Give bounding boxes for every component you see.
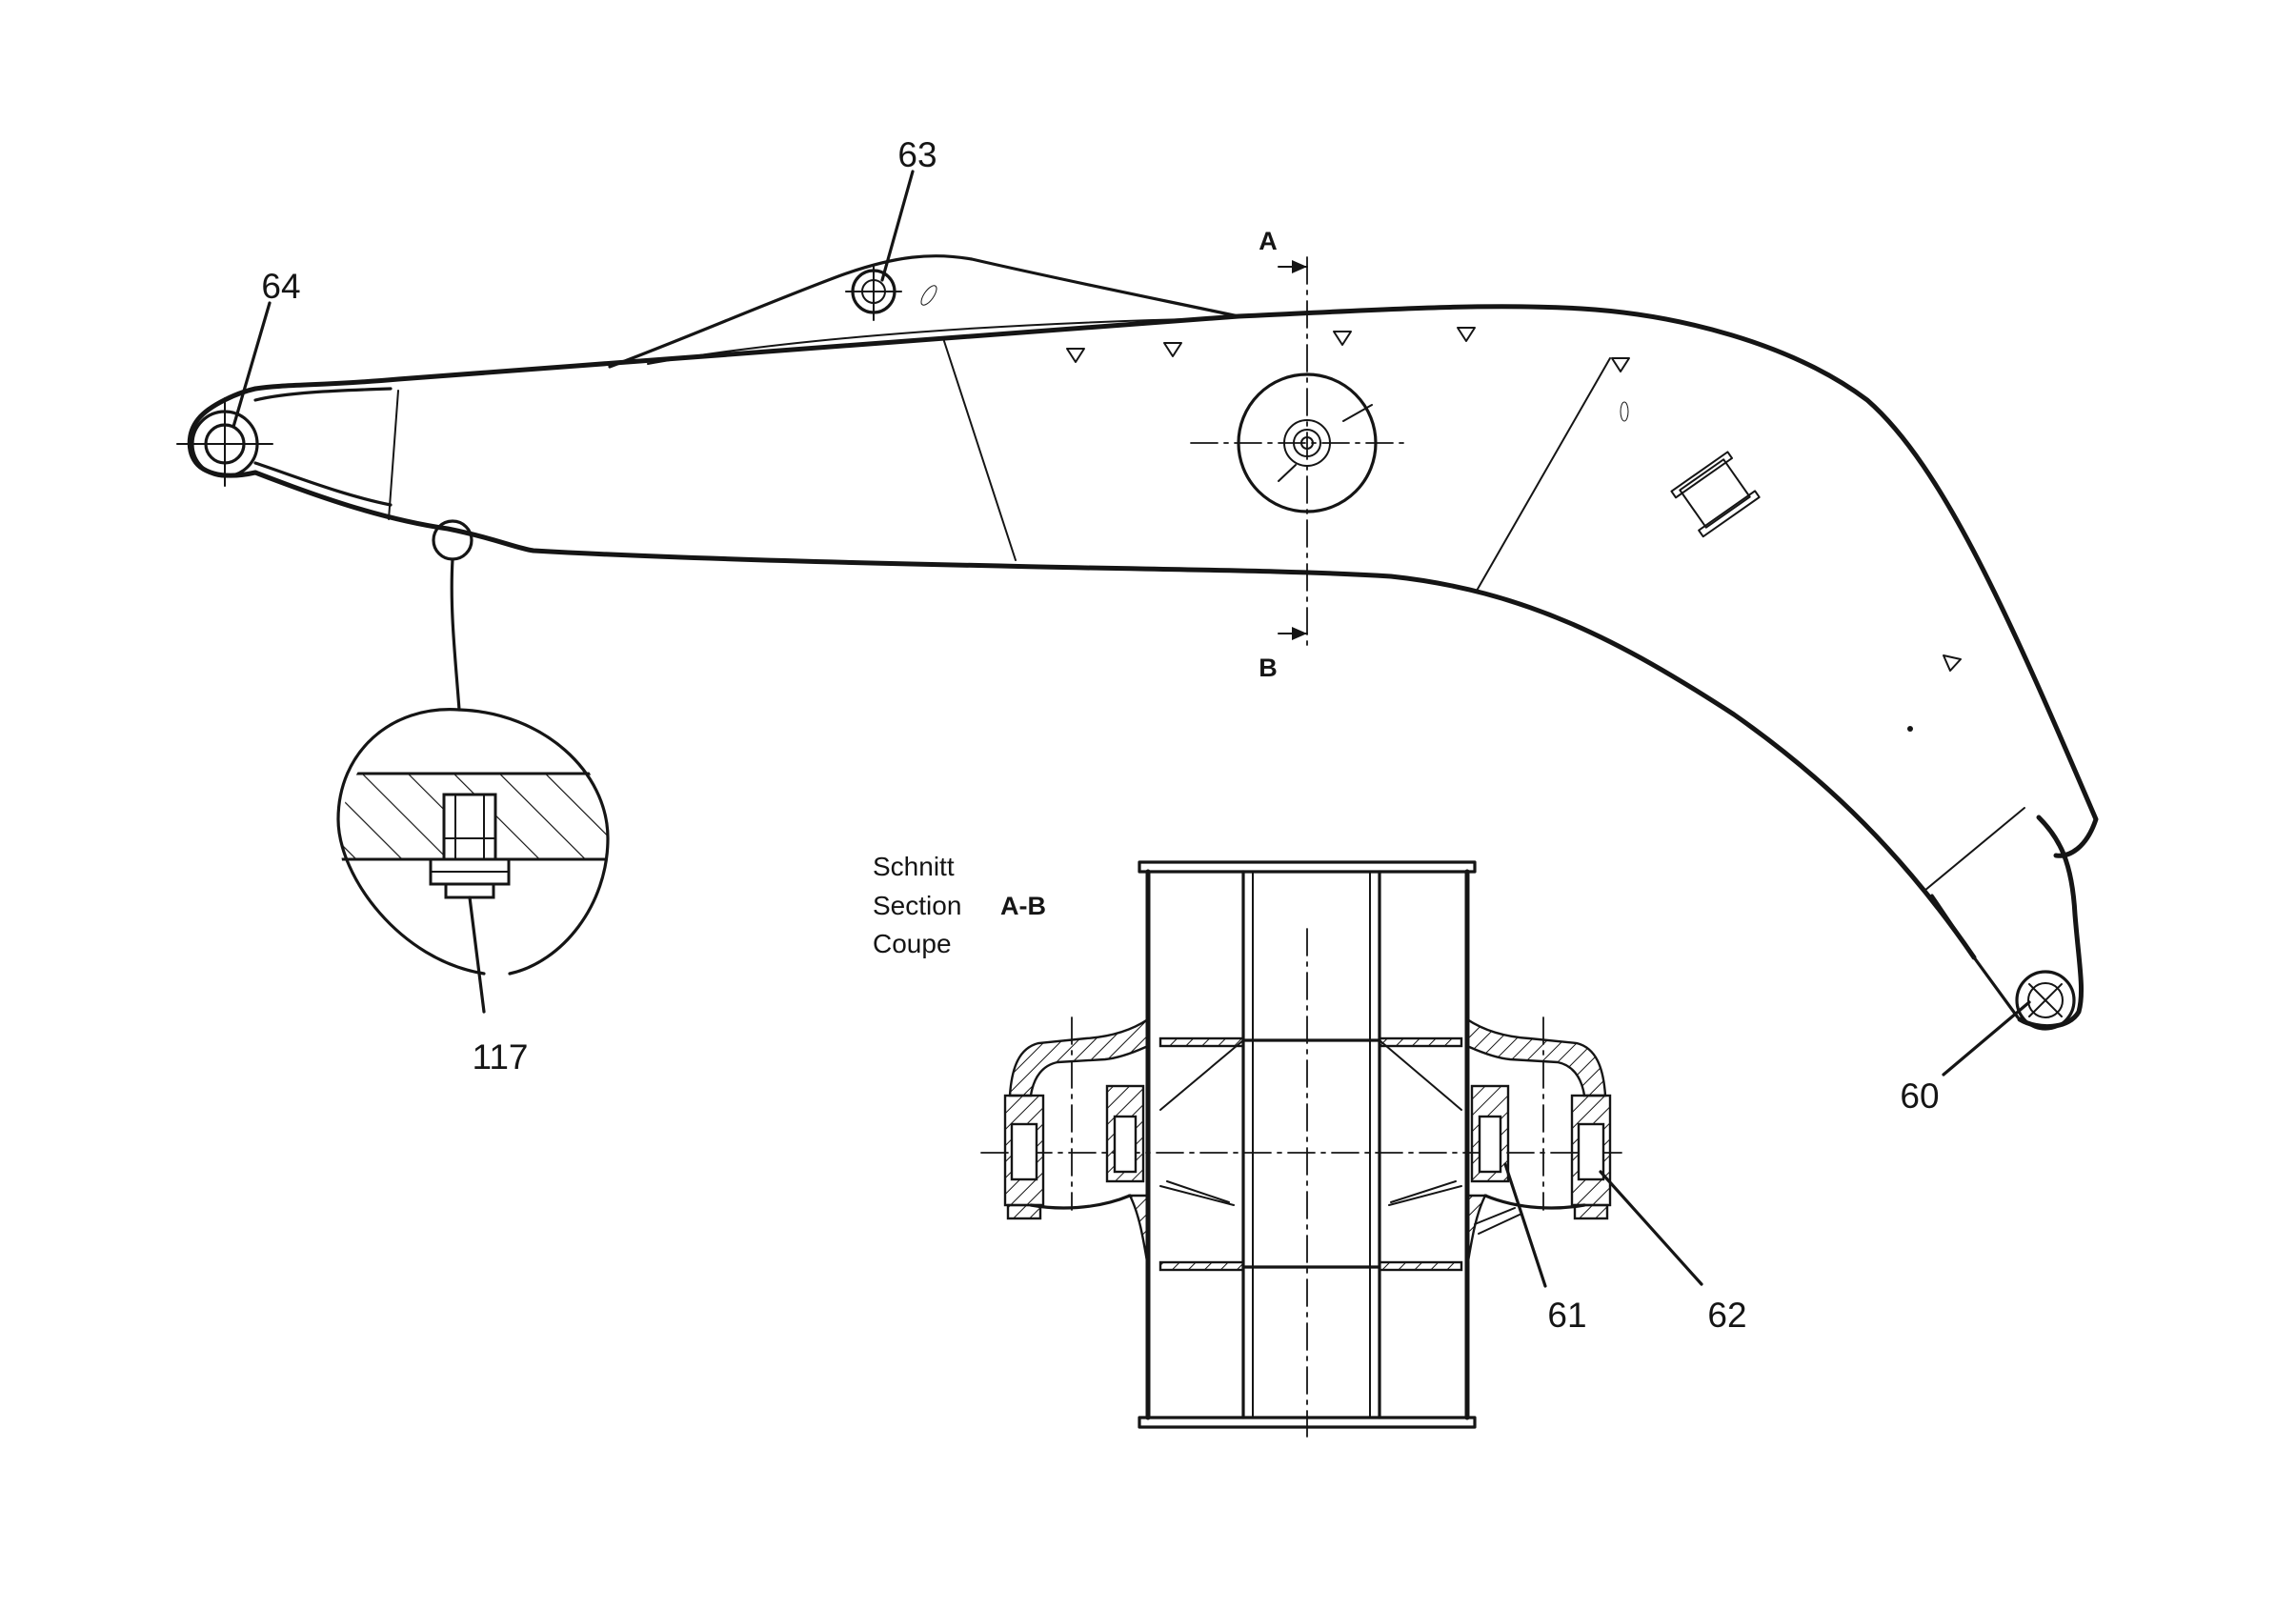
- leader-63: [880, 170, 915, 282]
- weld-symbols: [1066, 327, 1962, 672]
- pin-64: [176, 397, 273, 487]
- arm-top-edge: [252, 304, 2099, 858]
- section-mark-a: A: [1259, 227, 1278, 255]
- lifting-lug: [1670, 451, 1761, 538]
- callout-60: 60: [1900, 1077, 1939, 1116]
- arm-side-view: [187, 254, 2099, 1030]
- section-line-ab: [1278, 256, 1308, 649]
- pin-60: [2015, 970, 2076, 1031]
- upper-bracket: [608, 254, 1240, 369]
- leader-62: [1599, 1170, 1703, 1286]
- caption-section-id: A-B: [1000, 892, 1046, 920]
- section-ab-view: [980, 860, 1625, 1438]
- callout-117: 117: [473, 1037, 529, 1077]
- caption-line-section: Section: [873, 891, 961, 920]
- callout-64: 64: [261, 267, 300, 306]
- callout-61: 61: [1547, 1296, 1586, 1335]
- leader-64: [232, 301, 272, 429]
- section-mark-b: B: [1259, 654, 1278, 682]
- leader-61: [1503, 1162, 1547, 1288]
- section-caption: Schnitt Section A-B Coupe: [873, 852, 1046, 958]
- leader-60: [1942, 1000, 2031, 1077]
- callout-63: 63: [897, 135, 937, 174]
- callout-62: 62: [1707, 1296, 1746, 1335]
- seam-1: [942, 337, 1017, 561]
- caption-line-coupe: Coupe: [873, 929, 952, 958]
- pin-63: [845, 264, 902, 321]
- seam-2: [1476, 357, 1611, 592]
- leader-lines: [232, 170, 2031, 1288]
- caption-line-schnitt: Schnitt: [873, 852, 955, 881]
- arm-bottom-edge: [252, 470, 1977, 960]
- detail-117: [336, 519, 610, 1014]
- central-hub: [1190, 372, 1409, 513]
